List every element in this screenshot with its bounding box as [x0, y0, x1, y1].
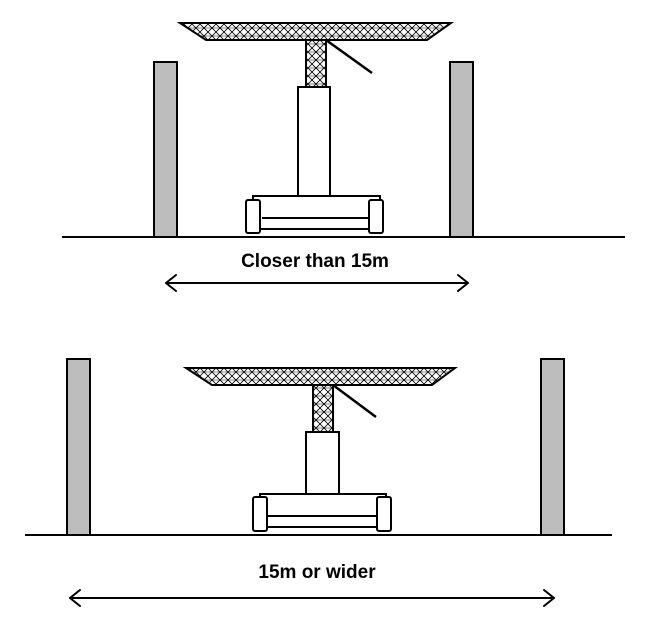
lift-mast-upper: [305, 39, 327, 88]
right-pillar: [449, 61, 474, 238]
lift-platform-truss: [182, 367, 459, 386]
right-pillar: [540, 358, 565, 536]
lift-wheel-right: [368, 199, 384, 234]
lift-base: [259, 493, 387, 528]
lift-base: [252, 195, 381, 230]
lift-platform-truss: [176, 22, 455, 41]
lift-machine: [182, 367, 459, 532]
lift-arm: [332, 383, 377, 419]
panel-wider: 15m or wider: [25, 358, 612, 607]
distance-arrow-wider: [69, 589, 555, 607]
lift-arm: [325, 38, 373, 75]
lift-wheel-right: [376, 496, 392, 532]
distance-arrow-closer: [165, 274, 469, 292]
lift-mast-lower: [297, 86, 331, 197]
distance-label-wider: 15m or wider: [258, 562, 376, 583]
lift-mast-lower: [305, 431, 340, 495]
left-pillar: [153, 61, 178, 238]
panel-closer: Closer than 15m: [62, 22, 625, 292]
left-pillar: [66, 358, 91, 536]
lift-wheel-left: [252, 496, 268, 532]
lift-wheel-left: [245, 199, 261, 234]
distance-label-closer: Closer than 15m: [241, 251, 389, 272]
lift-machine: [176, 22, 455, 234]
lift-mast-upper: [312, 384, 334, 433]
